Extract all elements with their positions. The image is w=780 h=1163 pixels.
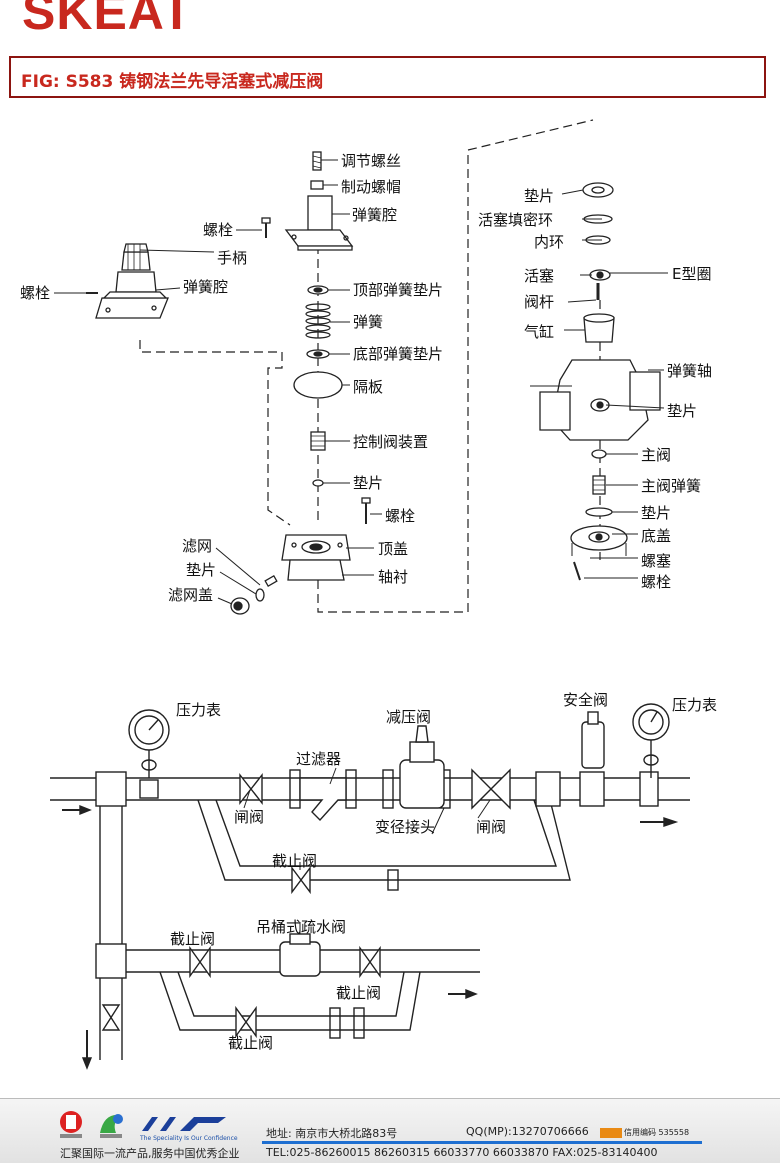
- label-lock-nut: 制动螺帽: [341, 178, 401, 196]
- label-safety-valve: 安全阀: [563, 691, 608, 709]
- exploded-view: [54, 119, 668, 615]
- label-bottom-cover: 底盖: [641, 527, 671, 545]
- page-title: FIG: S583 铸钢法兰先导活塞式减压阀: [21, 72, 324, 92]
- label-piston: 活塞: [524, 267, 554, 285]
- tagline: The Speciality Is Our Confidence: [140, 1135, 238, 1142]
- label-main-valve: 主阀: [641, 446, 671, 464]
- label-control-valve: 控制阀装置: [353, 433, 428, 451]
- brand-mark-icon: [142, 1117, 226, 1131]
- label-bushing: 轴衬: [378, 568, 408, 586]
- label-top-spring-pad: 顶部弹簧垫片: [353, 281, 443, 299]
- footer-rule: [262, 1141, 702, 1144]
- label-e-ring: E型圈: [672, 265, 711, 283]
- label-strainer: 过滤器: [296, 750, 341, 768]
- company-logo-icon: [60, 1111, 82, 1138]
- partner-logo-icon: [100, 1114, 123, 1138]
- label-bottom-spring-pad: 底部弹簧垫片: [353, 345, 443, 363]
- technical-drawing: 调节螺丝 制动螺帽 弹簧腔 螺栓 手柄 螺栓 弹簧腔 顶部弹簧垫片 弹簧 底部弹…: [20, 119, 717, 1070]
- label-main-valve-spring: 主阀弹簧: [641, 477, 701, 495]
- qq-contact: QQ(MP):13270706666: [466, 1125, 589, 1138]
- label-inner-ring: 内环: [534, 233, 564, 251]
- label-bolt-center: 螺栓: [385, 507, 415, 525]
- credit-badge-icon: [600, 1127, 622, 1138]
- label-gasket-right-top: 垫片: [524, 187, 554, 205]
- label-screen-cover: 滤网盖: [168, 586, 213, 604]
- label-spring-shaft: 弹簧轴: [667, 362, 712, 380]
- footer: The Speciality Is Our Confidence 汇聚国际一流产…: [0, 1098, 780, 1163]
- label-spring: 弹簧: [353, 313, 383, 331]
- label-handle: 手柄: [217, 249, 247, 267]
- part-labels: 调节螺丝 制动螺帽 弹簧腔 螺栓 手柄 螺栓 弹簧腔 顶部弹簧垫片 弹簧 底部弹…: [20, 152, 712, 604]
- address: 地址: 南京市大桥北路83号: [266, 1127, 398, 1140]
- spring-chamber: [86, 151, 371, 615]
- label-bucket-trap: 吊桶式疏水阀: [256, 918, 346, 936]
- label-gasket-right-mid: 垫片: [667, 402, 697, 420]
- label-globe-valve-bypass: 截止阀: [272, 852, 317, 870]
- label-globe-valve-trap-left: 截止阀: [170, 930, 215, 948]
- label-screen: 滤网: [182, 537, 212, 555]
- label-diaphragm: 隔板: [353, 378, 383, 396]
- title-box: FIG: S583 铸钢法兰先导活塞式减压阀: [9, 56, 766, 98]
- label-pressure-gauge-left: 压力表: [176, 701, 221, 719]
- label-gasket-center: 垫片: [353, 474, 383, 492]
- label-plug: 螺塞: [641, 552, 671, 570]
- label-valve-stem: 阀杆: [524, 293, 554, 311]
- label-adjust-screw: 调节螺丝: [341, 152, 401, 170]
- label-piston-seal: 活塞填密环: [478, 211, 553, 229]
- slogan: 汇聚国际一流产品,服务中国优秀企业: [60, 1147, 240, 1160]
- credit-text: 信用编码 535558: [624, 1128, 690, 1137]
- credit-code: 信用编码 535558: [600, 1127, 689, 1138]
- label-globe-valve-trap-right: 截止阀: [336, 984, 381, 1002]
- label-spring-chamber-left: 弹簧腔: [183, 278, 228, 296]
- label-gate-valve-left: 闸阀: [234, 808, 264, 826]
- label-bolt-left: 螺栓: [20, 284, 50, 302]
- label-gasket-right-low: 垫片: [641, 504, 671, 522]
- label-pressure-reducing-valve: 减压阀: [386, 708, 431, 726]
- label-top-cover: 顶盖: [378, 540, 408, 558]
- label-spring-chamber-center: 弹簧腔: [352, 206, 397, 224]
- label-reducer: 变径接头: [375, 818, 435, 836]
- installation-diagram: [50, 703, 690, 1070]
- label-bolt-right: 螺栓: [641, 573, 671, 591]
- handle-assembly: [95, 243, 169, 319]
- telephone: TEL:025-86260015 86260315 66033770 66033…: [266, 1146, 658, 1159]
- label-gate-valve-right: 闸阀: [476, 818, 506, 836]
- label-globe-valve-trap-bypass: 截止阀: [228, 1034, 273, 1052]
- label-pressure-gauge-right: 压力表: [672, 696, 717, 714]
- label-screen-gasket: 垫片: [186, 561, 216, 579]
- label-bolt-top: 螺栓: [203, 221, 233, 239]
- installation-labels: 压力表 减压阀 安全阀 压力表 过滤器 闸阀 变径接头 闸阀 截止阀 吊桶式疏水…: [170, 691, 717, 1052]
- label-cylinder: 气缸: [524, 323, 554, 341]
- brand-logo: SKEAT: [22, 0, 193, 36]
